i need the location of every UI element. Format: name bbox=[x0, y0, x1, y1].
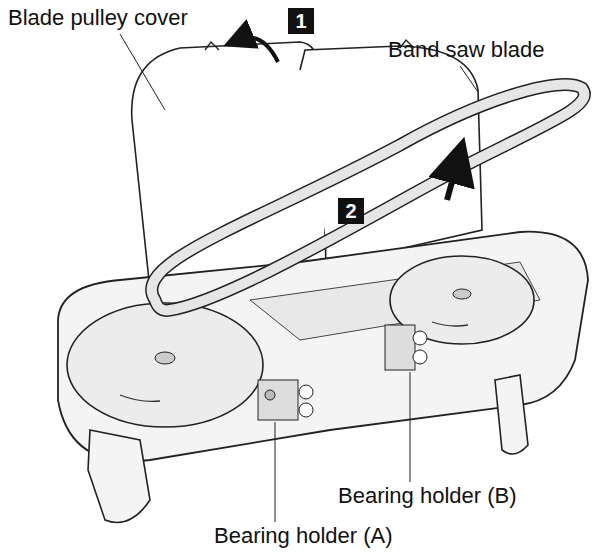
bearing-roller bbox=[299, 385, 313, 399]
bearing-holder-b bbox=[385, 325, 415, 370]
callout-number: 1 bbox=[295, 11, 306, 31]
left-pulley bbox=[67, 303, 263, 427]
bearing-roller bbox=[413, 331, 427, 345]
part-label: Blade pulley cover bbox=[8, 6, 188, 30]
leader-line bbox=[275, 422, 276, 522]
leader-line bbox=[120, 34, 165, 110]
leader-line bbox=[460, 66, 478, 92]
leader-line bbox=[410, 372, 411, 482]
callout-box: 2 bbox=[338, 198, 364, 224]
screw bbox=[265, 390, 275, 400]
motor bbox=[88, 430, 150, 523]
pulley-hub bbox=[155, 352, 175, 364]
part-label: Bearing holder (B) bbox=[338, 484, 517, 508]
callout-number: 2 bbox=[345, 201, 356, 221]
handle bbox=[495, 375, 528, 454]
housing bbox=[58, 232, 588, 462]
rotation-mark bbox=[120, 395, 160, 401]
open-arrow bbox=[238, 38, 278, 62]
part-label: Bearing holder (A) bbox=[214, 524, 393, 548]
bearing-roller bbox=[413, 350, 427, 364]
bearing-roller bbox=[299, 403, 313, 417]
part-label: Band saw blade bbox=[388, 38, 545, 62]
blade-outline bbox=[152, 85, 585, 311]
rotation-mark bbox=[432, 322, 468, 326]
cover-notch bbox=[205, 40, 414, 50]
bearing-holder-a bbox=[258, 380, 298, 420]
lift-arrow bbox=[447, 160, 458, 200]
pulley-hub bbox=[453, 289, 471, 299]
callout-box: 1 bbox=[288, 8, 314, 34]
band-saw-blade bbox=[152, 85, 585, 311]
